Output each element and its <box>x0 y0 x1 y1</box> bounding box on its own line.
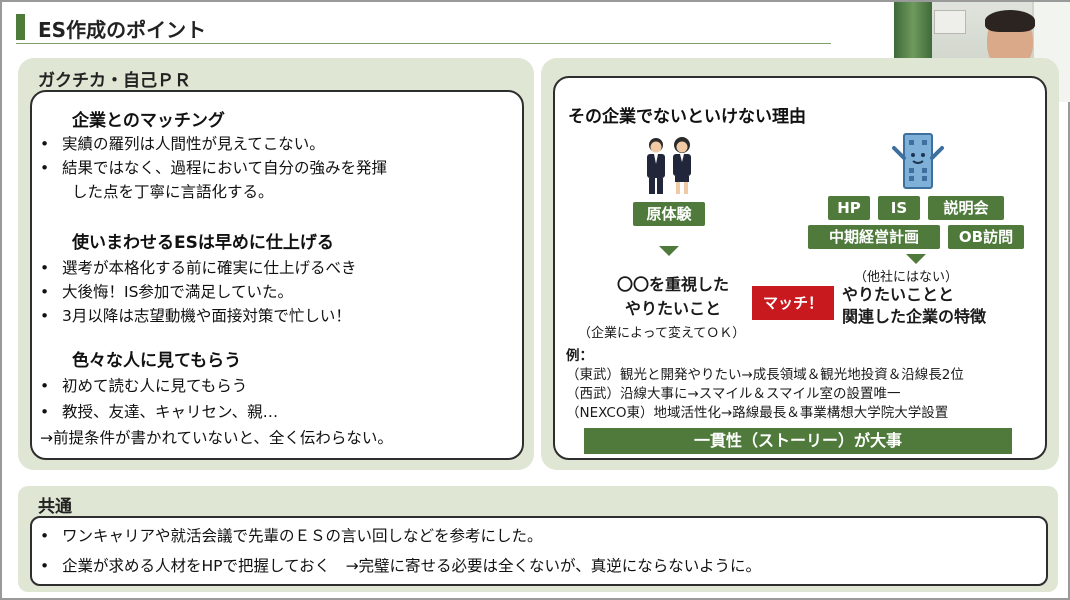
source-box-midterm-plan: 中期経営計画 <box>808 225 940 249</box>
source-box-is: IS <box>878 196 920 220</box>
right-panel-heading: その企業でないといけない理由 <box>568 107 806 127</box>
company-building-icon <box>892 133 944 189</box>
example-label: 例： <box>566 348 593 364</box>
match-badge: マッチ！ <box>752 286 834 320</box>
down-arrow-right <box>906 254 926 264</box>
bottom-panel-label: 共通 <box>38 497 72 517</box>
list-item-continuation: した点を丁寧に言語化する。 <box>72 183 274 201</box>
list-item: •結果ではなく、過程において自分の強みを発揮 <box>40 159 388 177</box>
left-panel-label: ガクチカ・自己ＰＲ <box>38 71 191 91</box>
down-arrow-left <box>659 246 679 256</box>
example-item: （西武）沿線大事に→スマイル＆スマイル室の設置唯一 <box>566 386 901 402</box>
list-item: •教授、友達、キャリセン、親… <box>40 403 279 421</box>
left-result-line-1: 〇〇を重視した <box>616 275 729 294</box>
list-item: •実績の羅列は人間性が見えてこない。 <box>40 135 325 153</box>
presenter-hair <box>985 10 1035 32</box>
source-box-ob-visit: OB訪問 <box>948 225 1024 249</box>
list-item: •初めて読む人に見てもらう <box>40 377 248 395</box>
right-result-line-2: 関連した企業の特徴 <box>842 307 987 326</box>
conclusion-banner: 一貫性（ストーリー）が大事 <box>584 428 1012 454</box>
source-box-hp: HP <box>828 196 870 220</box>
right-result-note: （他社にはない） <box>854 270 959 285</box>
bottom-content-box <box>30 516 1048 586</box>
list-item: •ワンキャリアや就活会議で先輩のＥＳの言い回しなどを参考にした。 <box>40 527 543 545</box>
list-item: •選考が本格化する前に確実に仕上げるべき <box>40 259 357 277</box>
source-box-experience: 原体験 <box>633 202 705 226</box>
right-content-box <box>553 76 1047 460</box>
left-content-box <box>30 90 524 460</box>
slide-title: ES作成のポイント <box>38 18 207 42</box>
students-icon <box>647 137 691 194</box>
section-heading-early-es: 使いまわせるESは早めに仕上げる <box>72 233 334 253</box>
section-heading-reviewers: 色々な人に見てもらう <box>72 351 242 371</box>
left-result-note: （企業によって変えてＯＫ） <box>578 326 746 341</box>
list-item: •3月以降は志望動機や面接対策で忙しい！ <box>40 307 351 325</box>
list-item: •企業が求める人材をHPで把握しておく →完璧に寄せる必要は全くないが、真逆にな… <box>40 557 761 575</box>
left-result-line-2: やりたいこと <box>624 299 721 318</box>
right-result-line-1: やりたいことと <box>842 285 955 304</box>
section-heading-matching: 企業とのマッチング <box>72 111 225 131</box>
example-item: （NEXCO東）地域活性化→路線最長＆事業構想大学院大学設置 <box>566 405 949 421</box>
source-box-briefing: 説明会 <box>928 196 1004 220</box>
background-air-conditioner <box>934 10 966 34</box>
list-item: •大後悔！IS参加で満足していた。 <box>40 283 293 301</box>
title-accent-bar <box>16 14 25 40</box>
example-item: （東武）観光と開発やりたい→成長領域＆観光地投資＆沿線長2位 <box>566 367 964 383</box>
section-note: →前提条件が書かれていないと、全く伝わらない。 <box>40 429 393 447</box>
slide-title-bar: ES作成のポイント <box>16 10 831 44</box>
